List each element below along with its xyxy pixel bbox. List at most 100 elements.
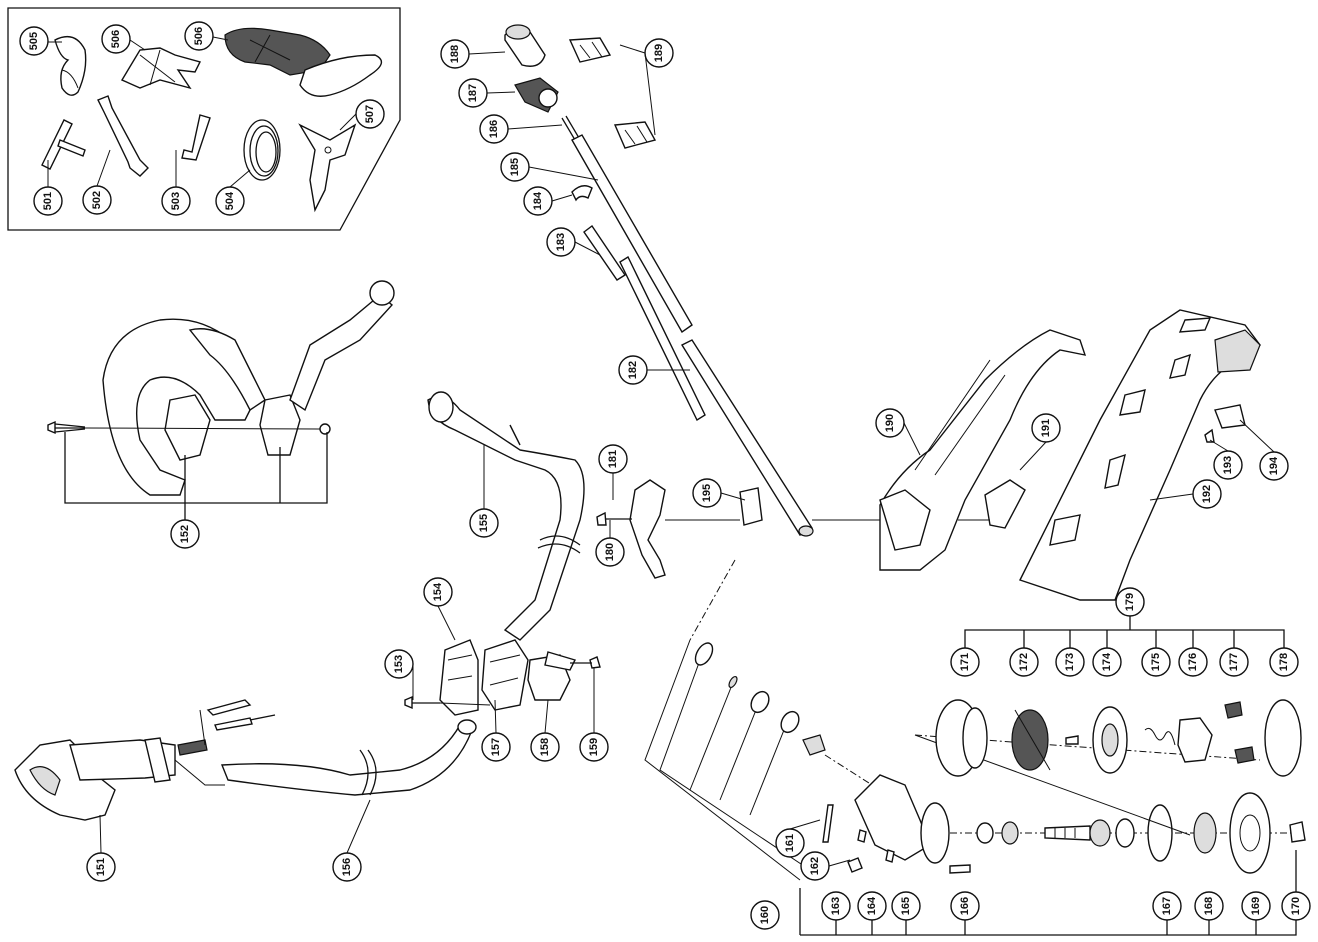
callout-162: 162 (800, 851, 830, 881)
label-505: 505 (28, 32, 40, 50)
label-162: 162 (809, 857, 821, 875)
callout-151: 151 (86, 852, 116, 882)
safety-glasses-drawing (54, 36, 87, 96)
label-190: 190 (884, 414, 896, 432)
lower-guard-drawing (1019, 309, 1261, 601)
label-153: 153 (393, 655, 405, 673)
callout-186: 186 (479, 114, 509, 144)
label-503: 503 (170, 192, 182, 210)
callout-194: 194 (1259, 451, 1289, 481)
harness-small-drawing (120, 47, 202, 90)
label-165: 165 (900, 897, 912, 915)
callout-181: 181 (598, 444, 628, 474)
label-173: 173 (1064, 653, 1076, 671)
callout-182: 182 (618, 355, 648, 385)
callout-161: 161 (775, 828, 805, 858)
callout-157: 157 (481, 732, 511, 762)
callout-188: 188 (440, 39, 470, 69)
label-170: 170 (1290, 897, 1302, 915)
label-152: 152 (179, 525, 191, 543)
callout-193: 193 (1213, 450, 1243, 480)
spool-head-drawing (914, 699, 1302, 836)
label-184: 184 (532, 191, 544, 210)
label-183: 183 (555, 233, 567, 251)
callout-506b: 506 (184, 21, 214, 51)
callout-169: 169 (1241, 891, 1271, 921)
callout-170: 170 (1281, 891, 1311, 921)
callout-158: 158 (530, 732, 560, 762)
label-193: 193 (1222, 456, 1234, 474)
callout-192: 192 (1192, 479, 1222, 509)
label-167: 167 (1161, 897, 1173, 915)
label-154: 154 (432, 582, 444, 601)
callout-184: 184 (523, 186, 553, 216)
label-157: 157 (490, 738, 502, 756)
label-171: 171 (959, 653, 971, 671)
label-178: 178 (1278, 653, 1290, 671)
label-172: 172 (1018, 653, 1030, 671)
callout-163: 163 (821, 891, 851, 921)
callout-165: 165 (891, 891, 921, 921)
handle-clamp-drawing (404, 639, 601, 716)
bracket-drawing (596, 479, 900, 579)
label-163: 163 (830, 897, 842, 915)
upper-shaft-drawing (504, 24, 814, 537)
pin-tool-drawing (41, 119, 86, 170)
label-175: 175 (1150, 653, 1162, 671)
callout-191: 191 (1031, 413, 1061, 443)
callout-178: 178 (1269, 647, 1299, 677)
label-166: 166 (959, 897, 971, 915)
callout-187: 187 (458, 78, 488, 108)
callout-179: 179 (1115, 587, 1145, 617)
label-160: 160 (759, 906, 771, 924)
hex-key-drawing (181, 114, 211, 161)
callout-507: 507 (355, 99, 385, 129)
callout-176: 176 (1178, 647, 1208, 677)
callout-183: 183 (546, 227, 576, 257)
label-506b: 506 (193, 27, 205, 45)
callout-154: 154 (423, 577, 453, 607)
label-195: 195 (701, 484, 713, 502)
callout-168: 168 (1194, 891, 1224, 921)
callout-177: 177 (1219, 647, 1249, 677)
callout-156: 156 (332, 852, 362, 882)
callout-174: 174 (1092, 647, 1122, 677)
label-176: 176 (1187, 653, 1199, 671)
label-188: 188 (449, 45, 461, 63)
callout-152: 152 (170, 519, 200, 549)
label-156: 156 (341, 858, 353, 876)
label-174: 174 (1101, 652, 1113, 671)
upper-handle-drawing (47, 280, 395, 520)
callout-504: 504 (215, 186, 245, 216)
label-507: 507 (364, 105, 376, 123)
callout-195: 195 (692, 478, 722, 508)
label-179: 179 (1124, 593, 1136, 611)
callout-503: 503 (161, 186, 191, 216)
callout-180: 180 (595, 537, 625, 567)
label-180: 180 (604, 543, 616, 561)
label-155: 155 (478, 514, 490, 532)
callout-505: 505 (19, 26, 49, 56)
label-194: 194 (1268, 456, 1280, 475)
callout-506a: 506 (101, 24, 131, 54)
label-151: 151 (95, 858, 107, 876)
label-186: 186 (488, 120, 500, 138)
wrench-drawing (97, 95, 149, 177)
callout-185: 185 (500, 152, 530, 182)
callout-155: 155 (469, 508, 499, 538)
callout-153: 153 (384, 649, 414, 679)
callout-502: 502 (82, 185, 112, 215)
label-502: 502 (91, 191, 103, 209)
leader-lines (47, 36, 1275, 867)
label-181: 181 (607, 450, 619, 468)
callout-167: 167 (1152, 891, 1182, 921)
guard-drawing (879, 329, 1087, 571)
label-189: 189 (653, 44, 665, 62)
label-506a: 506 (110, 30, 122, 48)
callout-173: 173 (1055, 647, 1085, 677)
callout-171: 171 (950, 647, 980, 677)
harness-large-drawing (224, 27, 383, 97)
callout-501: 501 (33, 186, 63, 216)
label-161: 161 (784, 834, 796, 852)
